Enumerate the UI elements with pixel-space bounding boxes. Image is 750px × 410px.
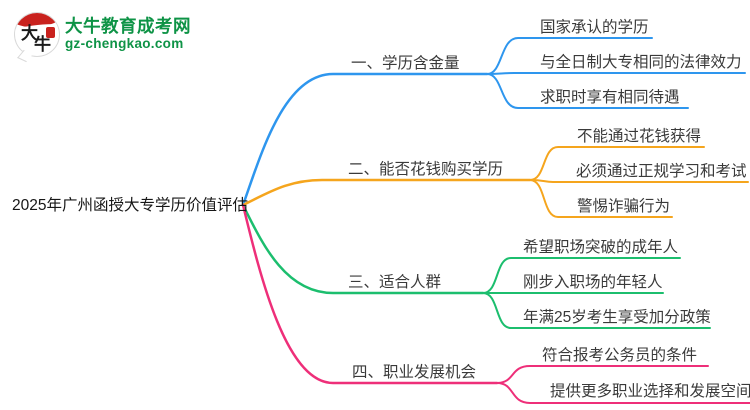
branch-3-topic: 三、适合人群 <box>348 274 442 291</box>
child-line-4-2 <box>496 382 750 404</box>
child-line-2-3 <box>529 179 673 218</box>
child-line-1-3 <box>486 73 689 109</box>
branch-1-child-1: 国家承认的学历 <box>540 19 649 36</box>
child-line-3-1 <box>482 257 681 294</box>
seal-icon <box>46 27 55 38</box>
child-line-4-1 <box>496 365 709 384</box>
child-line-2-1 <box>529 146 705 181</box>
branch-line-4 <box>241 203 499 385</box>
child-line-1-1 <box>486 37 653 75</box>
logo-site-url: gz-chengkao.com <box>65 36 184 51</box>
branch-2-child-1: 不能通过花钱获得 <box>577 128 702 145</box>
branch-2-child-2: 必须通过正规学习和考试 <box>576 163 747 180</box>
branch-4-topic: 四、职业发展机会 <box>352 364 477 381</box>
logo-character: 大 <box>21 24 38 43</box>
site-logo: 大 牛 大牛教育成考网 gz-chengkao.com <box>14 9 224 63</box>
branch-4-child-1: 符合报考公务员的条件 <box>542 347 698 364</box>
branch-2-topic: 二、能否花钱购买学历 <box>348 161 504 178</box>
branch-3-child-2: 刚步入职场的年轻人 <box>523 274 663 291</box>
child-line-3-3 <box>482 292 711 329</box>
branch-1-child-3: 求职时享有相同待遇 <box>540 89 680 106</box>
logo-site-name: 大牛教育成考网 <box>65 16 191 36</box>
branch-4-child-2: 提供更多职业选择和发展空间 <box>550 383 750 400</box>
branch-line-3 <box>241 203 485 295</box>
branch-2-child-3: 警惕诈骗行为 <box>577 198 671 215</box>
logo-bubble-icon: 大 牛 <box>14 12 60 57</box>
branch-3-child-3: 年满25岁考生享受加分政策 <box>523 309 711 326</box>
root-topic: 2025年广州函授大专学历价值评估 <box>12 197 248 214</box>
branch-1-child-2: 与全日制大专相同的法律效力 <box>540 54 742 71</box>
logo-character: 牛 <box>34 35 51 54</box>
branch-line-2 <box>241 178 532 207</box>
child-line-1-2 <box>486 72 746 75</box>
branch-line-1 <box>241 72 489 207</box>
branch-3-child-1: 希望职场突破的成年人 <box>523 239 679 256</box>
branch-1-topic: 一、学历含金量 <box>351 55 460 72</box>
